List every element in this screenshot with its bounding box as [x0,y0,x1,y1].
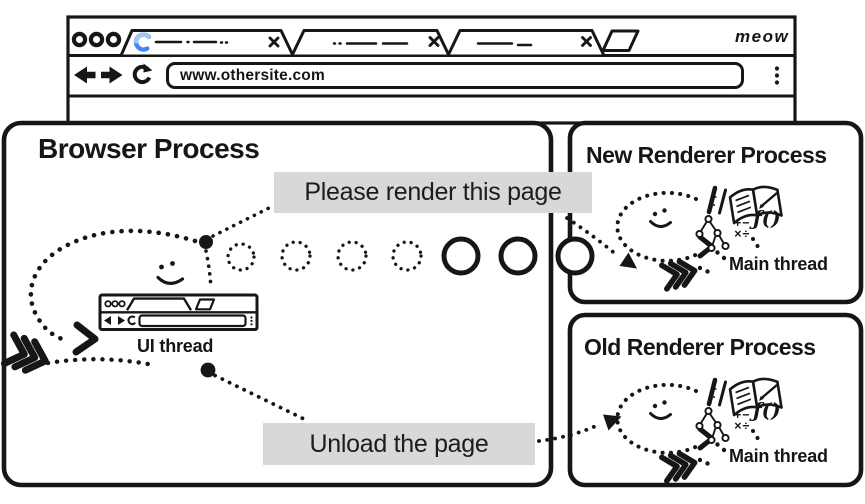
dotted-circle [280,240,312,272]
dotted-circle [391,240,423,272]
ui-thread-loop-dotted [28,228,198,344]
message-origin-dot-top [199,235,213,249]
solid-circle [498,236,538,276]
dotted-circle [226,242,256,272]
forward-arrow-icon[interactable] [101,66,123,84]
browser-speed-chevrons [0,331,49,374]
message-origin-dot-bottom [200,362,216,378]
render-message-arrowhead [619,252,637,269]
tab-2[interactable] [291,29,450,56]
browser-smiley-face [156,261,185,285]
dotted-circle [336,240,368,272]
new-tab-button[interactable] [601,29,640,52]
refresh-icon[interactable] [132,63,153,85]
mini-browser-icon [98,293,259,331]
menu-dots-icon[interactable] [774,66,780,85]
dotted-link-to-unload-label [213,373,308,422]
brand-text: meow [735,27,790,46]
tab-1-title-squiggle [154,40,229,44]
ui-thread-label: UI thread [137,336,214,356]
loop-arrowhead [72,321,99,356]
tab-3-close-icon[interactable] [581,36,592,47]
tab-3[interactable] [447,29,605,56]
math-icon: +−×÷ [734,216,751,241]
handoff-circle-row [226,236,595,276]
old-renderer-process-box [567,312,864,488]
tab-1[interactable] [120,29,294,56]
tab-2-close-icon[interactable] [428,36,440,47]
solid-circle [555,236,595,276]
new-renderer-title: New Renderer Process [586,142,827,168]
main-thread-label-new: Main thread [729,254,828,274]
function-icon: ƒ() [753,398,781,422]
browser-process-title: Browser Process [38,133,260,164]
url-bar[interactable]: www.othersite.com [166,62,744,89]
process-boxes [1,120,864,488]
old-renderer-title: Old Renderer Process [584,334,816,360]
unload-message-label: Unload the page [263,423,535,465]
traffic-lights-icon [71,31,122,48]
dotted-link-to-render-label [211,206,271,238]
function-icon: ƒ() [753,206,781,230]
browser-process-art [0,206,308,422]
tab-1-close-icon[interactable] [268,36,280,48]
message-arrows [537,216,637,443]
unload-message-arrow-dotted [537,423,600,443]
loading-spinner-icon [133,32,151,52]
render-message-label: Please render this page [274,172,592,213]
render-message-arrow-dotted [565,216,620,258]
solid-circle [441,236,481,276]
main-thread-label-old: Main thread [729,446,828,466]
tab-3-title-squiggle [476,42,533,47]
back-arrow-icon[interactable] [74,66,96,84]
unload-message-arrowhead [603,414,622,431]
math-icon: +−×÷ [734,408,751,433]
chevron-dotted-trail [45,357,151,367]
url-text: www.othersite.com [180,66,325,84]
browser-process-box [1,120,554,488]
